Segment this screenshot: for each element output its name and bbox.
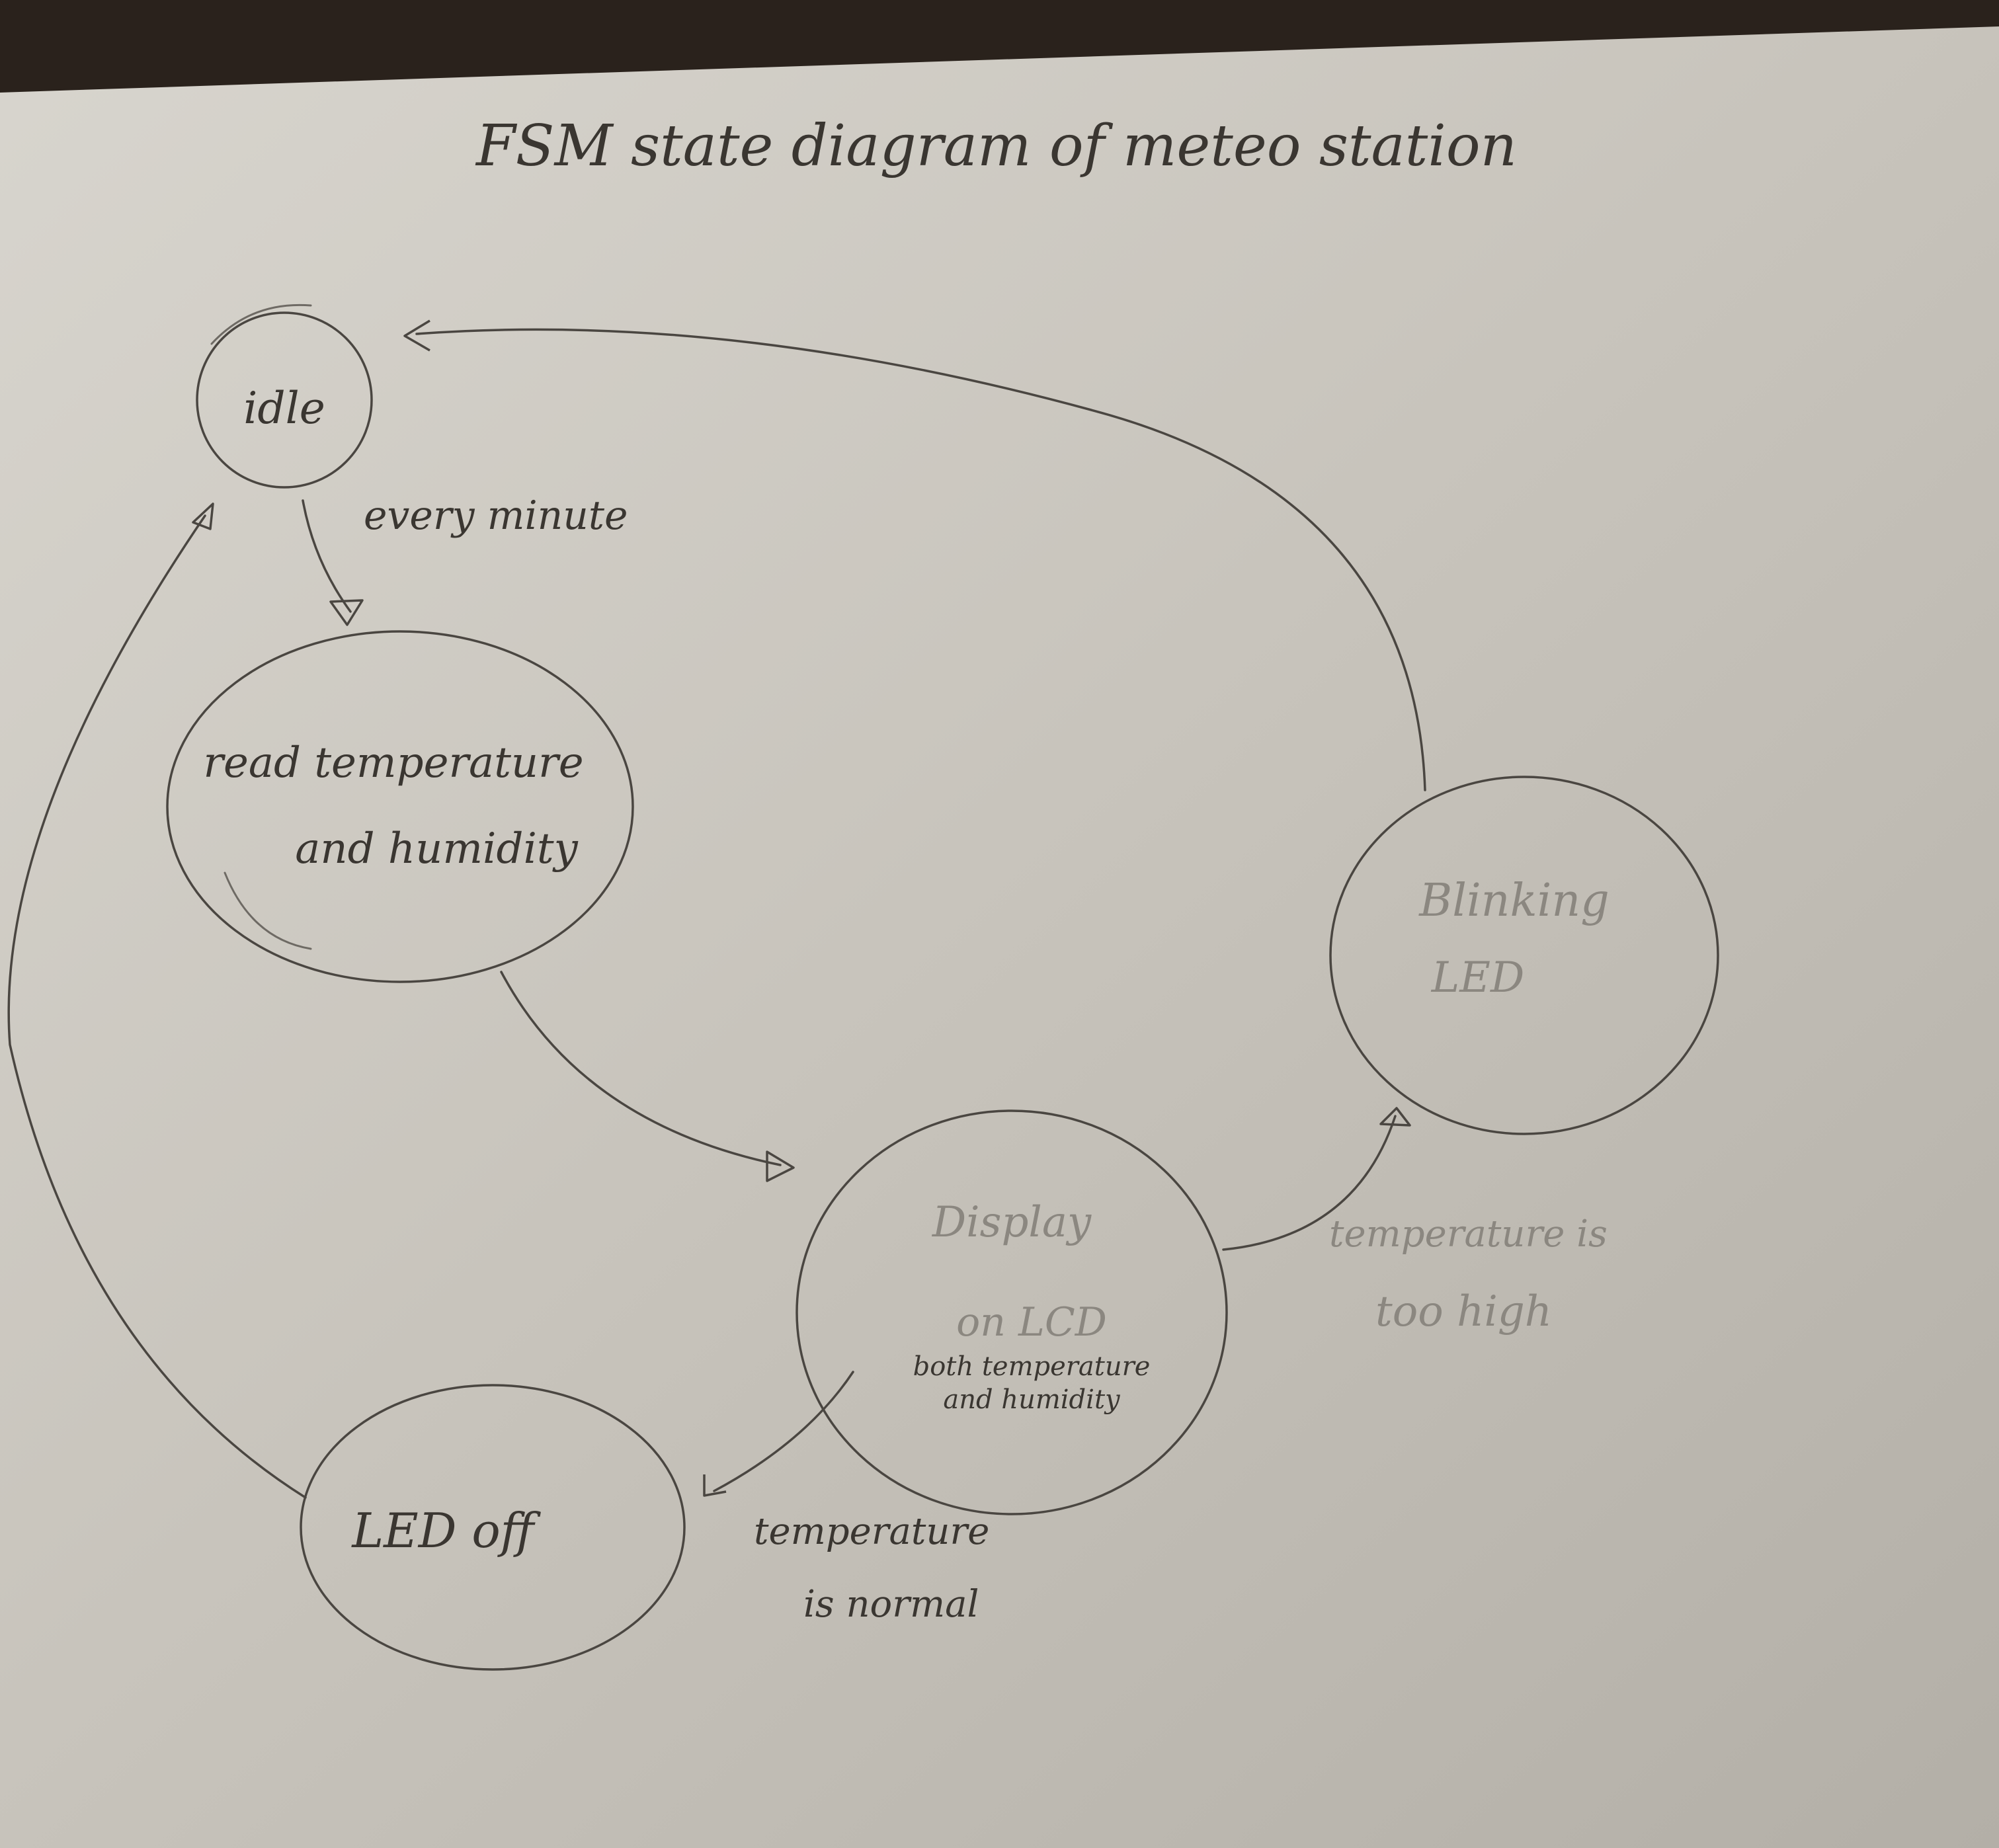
edge-read-display [500, 971, 782, 1166]
transition-display-to-blinking: temperature is too high [1222, 1107, 1608, 1336]
state-display-label-line3: both temperature [913, 1351, 1151, 1382]
state-idle-circle [196, 311, 373, 489]
transition-read-to-display [500, 971, 795, 1182]
state-blinking-circle [1329, 776, 1719, 1135]
arrowhead-idle-read [329, 599, 364, 626]
state-led-off-label: LED off [350, 1503, 541, 1558]
edge-ledoff-idle [7, 514, 307, 1499]
arrowhead-ledoff-idle [192, 502, 214, 530]
state-idle-double-stroke [210, 303, 312, 345]
transition-idle-to-read: every minute [302, 493, 628, 626]
label-normal-line1: temperature [754, 1510, 989, 1553]
transition-display-to-led-off: temperature is normal [703, 1371, 989, 1626]
arrowhead-read-display [766, 1150, 795, 1182]
arrowhead-blinking-idle [403, 319, 430, 352]
edge-display-ledoff [713, 1371, 854, 1492]
diagram-title: FSM state diagram of meteo station [475, 113, 1517, 179]
transition-ledoff-to-idle [7, 502, 307, 1499]
state-led-off: LED off [300, 1384, 686, 1671]
arrowhead-display-ledoff [703, 1474, 727, 1497]
state-blinking-label-line2: LED [1431, 953, 1525, 1002]
state-idle: idle [196, 303, 373, 489]
state-read-double-stroke [224, 871, 312, 950]
label-too-high-line1: temperature is [1329, 1213, 1608, 1256]
state-read-sensors: read temperature and humidity [166, 630, 634, 983]
paper-sheet [0, 26, 1999, 1848]
state-led-off-circle [300, 1384, 686, 1671]
label-normal-line2: is normal [803, 1583, 979, 1626]
state-blinking-led: Blinking LED [1329, 776, 1719, 1135]
label-too-high-line2: too high [1375, 1287, 1552, 1336]
state-idle-label: idle [243, 383, 325, 434]
state-display-label-line4: and humidity [943, 1385, 1121, 1415]
state-display-label-line2: on LCD [956, 1299, 1107, 1346]
state-read-circle [166, 630, 634, 983]
transition-blinking-to-idle [403, 319, 1426, 791]
state-blinking-label-line1: Blinking [1418, 875, 1610, 927]
arrowhead-display-blinking [1379, 1107, 1411, 1127]
state-display-label-line1: Display [932, 1198, 1092, 1247]
state-display-lcd: Display on LCD both temperature and humi… [796, 1109, 1228, 1515]
label-every-minute: every minute [364, 493, 628, 539]
state-read-label-line1: read temperature [203, 739, 583, 787]
edge-display-blinking [1222, 1115, 1397, 1251]
state-display-circle [796, 1109, 1228, 1515]
edge-idle-read [302, 499, 352, 613]
edge-blinking-idle [415, 328, 1426, 791]
state-read-label-line2: and humidity [295, 824, 578, 873]
